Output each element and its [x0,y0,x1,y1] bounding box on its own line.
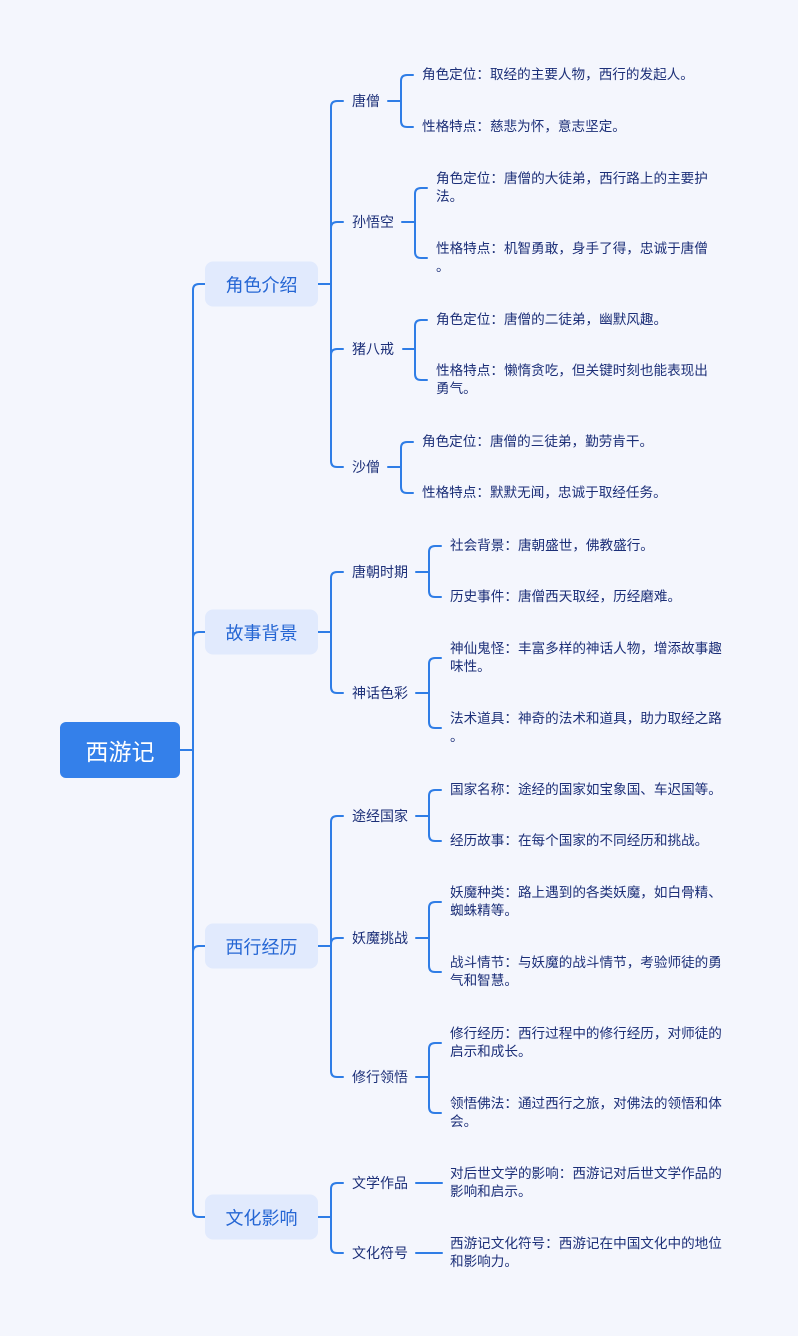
leaf-node[interactable]: 西游记文化符号：西游记在中国文化中的地位和影响力。 [450,1236,722,1269]
leaf-node[interactable]: 国家名称：途经的国家如宝象国、车迟国等。 [450,782,722,797]
leaf-node[interactable]: 神仙鬼怪：丰富多样的神话人物，增添故事趣味性。 [450,641,722,674]
connector-xiuxing [415,1042,442,1114]
leaf-node[interactable]: 角色定位：唐僧的三徒弟，勤劳肯干。 [422,434,654,449]
leaf-node[interactable]: 社会背景：唐朝盛世，佛教盛行。 [450,538,654,553]
connector-zhubajie [402,319,428,381]
branch-label: 故事背景 [225,623,298,643]
topic-node[interactable]: 文化符号 [352,1245,408,1261]
connector-branch-2 [192,631,206,639]
connector-sunwukong [401,187,428,259]
connector-branch-3 [192,945,206,953]
topic-node[interactable]: 唐朝时期 [352,564,408,580]
connector-branch-1-mid [330,221,344,229]
connector-branch-3-bracket [330,815,344,1078]
connector-branch-3-mid [330,937,344,945]
connector-tangchao [415,545,442,598]
topic-node[interactable]: 孙悟空 [352,214,394,230]
branch-label: 角色介绍 [225,275,298,295]
connector-branch-4-bracket [330,1182,344,1254]
branch-node-characters[interactable]: 角色介绍 [205,261,318,307]
leaf-node[interactable]: 角色定位：唐僧的二徒弟，幽默风趣。 [436,312,668,327]
branch-node-culture[interactable]: 文化影响 [205,1194,318,1240]
leaf-node[interactable]: 经历故事：在每个国家的不同经历和挑战。 [450,833,709,848]
leaf-node[interactable]: 性格特点：懒惰贪吃，但关键时刻也能表现出勇气。 [436,363,708,396]
leaf-node[interactable]: 领悟佛法：通过西行之旅，对佛法的领悟和体会。 [450,1096,722,1129]
branch-node-journey[interactable]: 西行经历 [205,923,318,969]
leaf-node[interactable]: 角色定位：唐僧的大徒弟，西行路上的主要护法。 [436,171,708,204]
leaf-node[interactable]: 修行经历：西行过程中的修行经历，对师徒的启示和成长。 [450,1026,722,1059]
leaf-node[interactable]: 妖魔种类：路上遇到的各类妖魔，如白骨精、蜘蛛精等。 [450,885,722,918]
leaf-node[interactable]: 战斗情节：与妖魔的战斗情节，考验师徒的勇气和智慧。 [450,955,722,988]
leaf-node[interactable]: 对后世文学的影响：西游记对后世文学作品的影响和启示。 [450,1166,722,1199]
root-label: 西游记 [85,739,155,765]
leaf-node[interactable]: 历史事件：唐僧西天取经，历经磨难。 [450,589,682,604]
topic-node[interactable]: 妖魔挑战 [352,930,408,946]
connector-tangseng [387,74,414,128]
topic-node[interactable]: 唐僧 [352,93,380,109]
topic-node[interactable]: 文学作品 [352,1175,408,1191]
topic-node[interactable]: 神话色彩 [352,685,408,701]
leaf-node[interactable]: 性格特点：机智勇敢，身手了得，忠诚于唐僧。 [436,241,708,274]
connector-branch-1-bracket [330,100,344,468]
branch-node-background[interactable]: 故事背景 [205,609,318,655]
leaf-node[interactable]: 性格特点：慈悲为怀，意志坚定。 [422,119,626,134]
branch-label: 文化影响 [225,1208,298,1228]
connector-branch-2-bracket [330,571,344,694]
connector-shenhua [415,657,442,729]
leaf-node[interactable]: 角色定位：取经的主要人物，西行的发起人。 [422,67,694,82]
leaf-node[interactable]: 性格特点：默默无闻，忠诚于取经任务。 [422,485,667,500]
connector-yaomo [415,901,442,973]
topic-node[interactable]: 途经国家 [352,808,408,824]
branch-label: 西行经历 [225,937,298,957]
connector-tujing [415,789,442,842]
root-node[interactable]: 西游记 [60,722,180,778]
connector-shaseng [387,441,414,494]
connector-trunk [192,283,206,1218]
topic-node[interactable]: 修行领悟 [352,1069,408,1085]
topic-node[interactable]: 沙僧 [352,459,380,475]
leaf-node[interactable]: 法术道具：神奇的法术和道具，助力取经之路。 [450,711,722,744]
topic-node[interactable]: 猪八戒 [352,341,394,357]
connector-branch-1-mid [330,348,344,356]
